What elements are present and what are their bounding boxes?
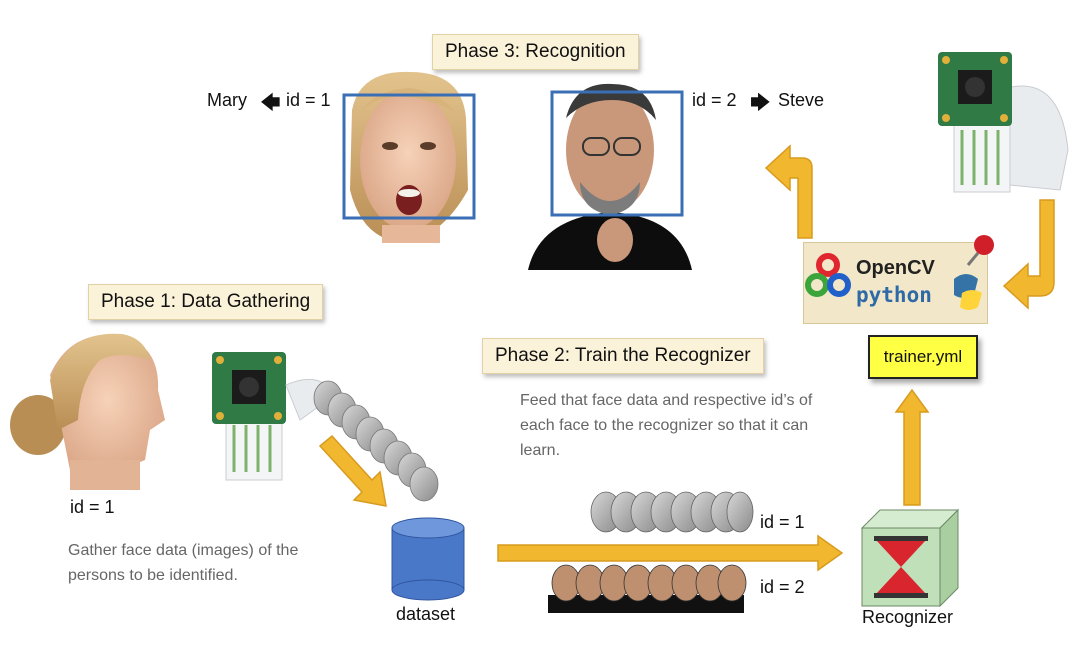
phase3-label: Phase 3: Recognition <box>432 34 639 70</box>
camera-module-top <box>938 52 1069 193</box>
mary-detection-frame <box>342 93 476 220</box>
phase1-label: Phase 1: Data Gathering <box>88 284 324 320</box>
arrow-opencv-to-recognition <box>764 144 813 239</box>
face-row-id2 <box>548 564 747 613</box>
gathering-description: Gather face data (images) of the persons… <box>68 542 299 584</box>
steve-detection-frame <box>550 90 684 217</box>
face-row-id2-label: id = 2 <box>760 577 805 597</box>
face-row-id1 <box>590 491 754 533</box>
mary-name-label: Mary <box>207 90 247 110</box>
dataset-cylinder <box>391 517 465 601</box>
dataset-label: dataset <box>396 604 456 624</box>
camera-module-phase1 <box>212 352 336 481</box>
phase2-label: Phase 2: Train the Recognizer <box>482 338 764 374</box>
pushpin-icon <box>966 235 994 266</box>
arrow-recognizer-to-trainer <box>894 388 930 506</box>
recognizer-label: Recognizer <box>862 607 954 627</box>
arrow-camera-to-opencv <box>1002 199 1055 310</box>
opencv-python-panel: OpenCV python <box>803 235 994 324</box>
mary-face-photo <box>350 71 468 243</box>
opencv-brand-text: OpenCV <box>856 257 935 279</box>
training-description: Feed that face data and respective id’s … <box>520 392 813 459</box>
steve-id-label: id = 2 <box>692 90 737 110</box>
left-arrow-icon: 🡄 <box>260 92 281 114</box>
opencv-logo-icon <box>805 253 982 310</box>
trainer-file-badge: trainer.yml <box>868 335 978 379</box>
right-arrow-icon: 🡆 <box>750 92 771 114</box>
woman-profile-photo <box>10 333 165 490</box>
mary-id-label: id = 1 <box>286 90 331 110</box>
recognizer-cube <box>860 508 960 608</box>
arrow-camera-to-dataset <box>318 434 387 507</box>
captured-face-samples <box>313 380 439 502</box>
face-row-id1-label: id = 1 <box>760 512 805 532</box>
python-text: python <box>856 283 932 307</box>
trainer-file-label: trainer.yml <box>883 347 963 366</box>
gathering-id-label: id = 1 <box>70 497 115 517</box>
arrow-dataset-to-recognizer <box>497 534 844 572</box>
steve-name-label: Steve <box>778 90 825 110</box>
